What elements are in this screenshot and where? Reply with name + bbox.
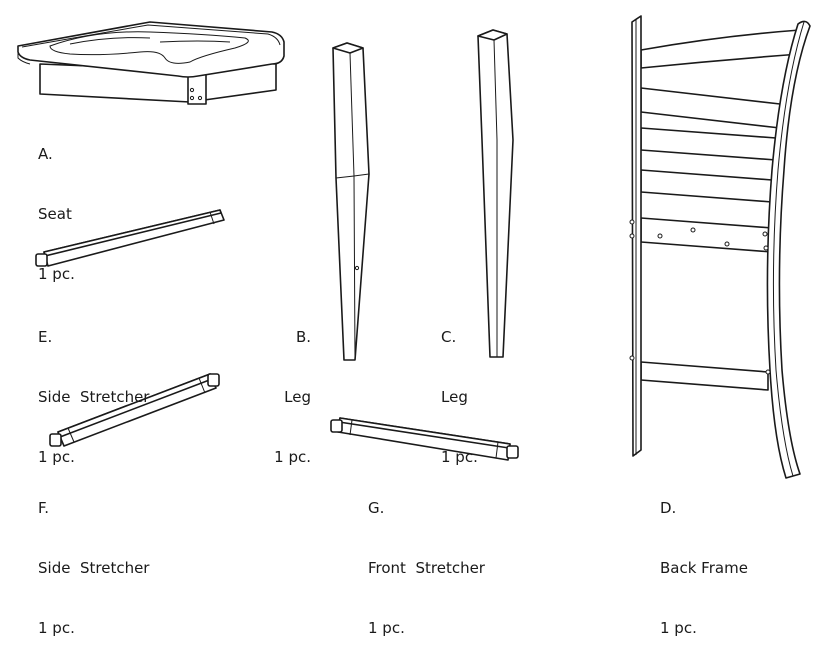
part-a-label: A. Seat 1 pc.: [38, 104, 75, 304]
part-c-label: C. Leg 1 pc.: [441, 287, 478, 487]
part-letter: A.: [38, 145, 53, 163]
part-g-label: G. Front Stretcher 1 pc.: [368, 458, 485, 658]
part-quantity: 1 pc.: [441, 448, 478, 466]
part-f-label: F. Side Stretcher 1 pc.: [38, 458, 149, 658]
part-quantity: 1 pc.: [38, 448, 75, 466]
part-letter: F.: [38, 499, 49, 517]
part-letter: D.: [660, 499, 677, 517]
part-letter: B.: [295, 328, 311, 346]
side-stretcher-e-illustration: [36, 210, 224, 266]
leg-b-illustration: [333, 43, 369, 360]
part-name: Seat: [38, 205, 72, 223]
part-letter: G.: [368, 499, 385, 517]
part-quantity: 1 pc.: [660, 619, 697, 637]
part-quantity: 1 pc.: [274, 448, 311, 466]
part-d-label: D. Back Frame 1 pc.: [660, 458, 748, 658]
part-quantity: 1 pc.: [368, 619, 405, 637]
front-stretcher-illustration: [331, 418, 518, 460]
part-name: Back Frame: [660, 559, 748, 577]
part-letter: C.: [441, 328, 457, 346]
seat-illustration: [18, 22, 284, 104]
part-name: Front Stretcher: [368, 559, 485, 577]
part-b-label: B. Leg 1 pc.: [274, 287, 311, 487]
side-stretcher-f-illustration: [50, 374, 219, 446]
part-name: Side Stretcher: [38, 388, 150, 406]
part-letter: E.: [38, 328, 53, 346]
part-quantity: 1 pc.: [38, 619, 75, 637]
back-frame-illustration: [630, 16, 810, 478]
leg-c-illustration: [478, 30, 513, 357]
part-e-label: E. Side Stretcher 1 pc.: [38, 287, 149, 487]
part-quantity: 1 pc.: [38, 265, 75, 283]
part-name: Leg: [441, 388, 468, 406]
parts-diagram: [0, 0, 826, 531]
part-name: Leg: [284, 388, 311, 406]
part-name: Side Stretcher: [38, 559, 150, 577]
